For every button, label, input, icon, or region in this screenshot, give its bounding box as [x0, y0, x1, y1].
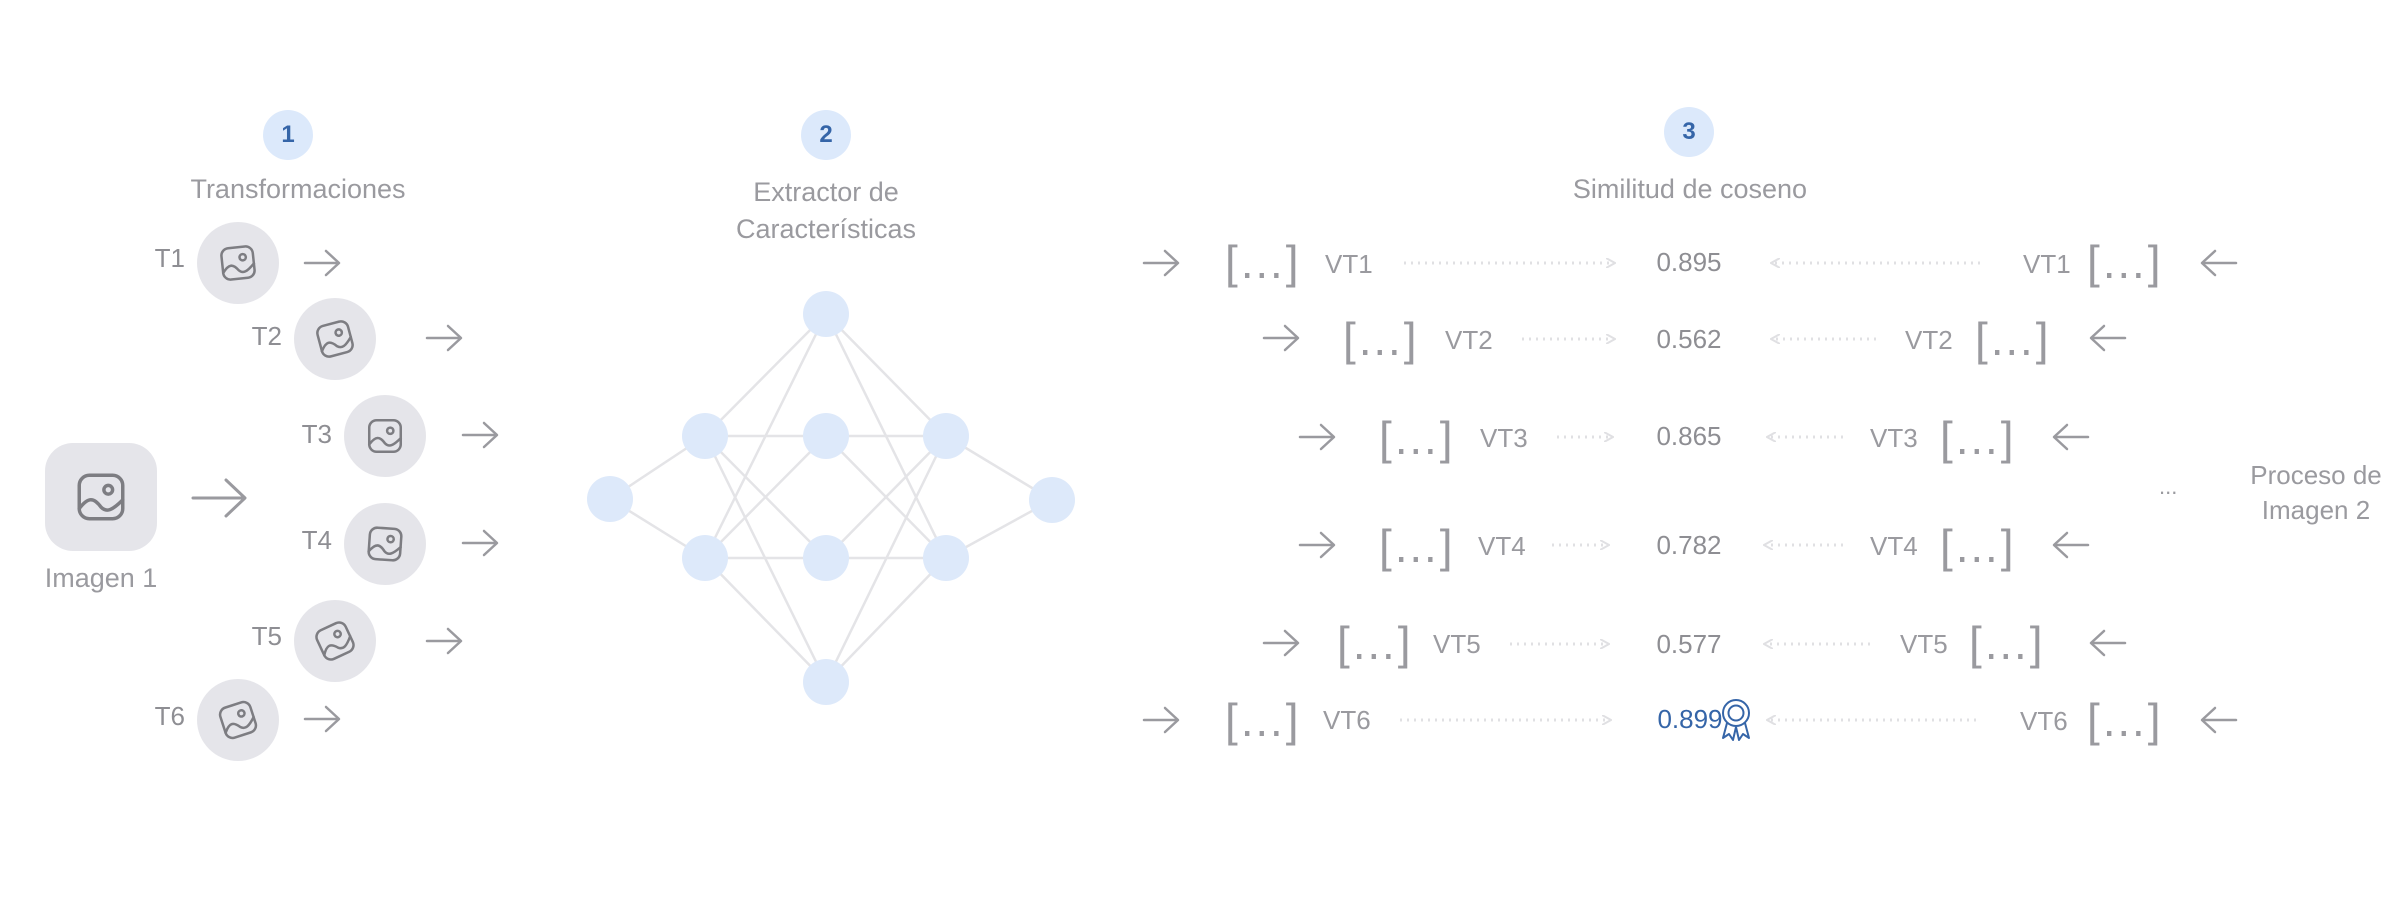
image-icon — [315, 621, 355, 661]
transform-label: T2 — [251, 321, 282, 351]
vector-label: VT4 — [1870, 531, 1918, 561]
arrow-right-icon — [461, 421, 499, 449]
step-2-number: 2 — [819, 121, 833, 148]
vector-label: VT2 — [1445, 325, 1493, 355]
vector-bracket: […] — [1225, 694, 1300, 746]
similarity-score: 0.895 — [1656, 247, 1722, 277]
vector-bracket: […] — [1975, 313, 2050, 365]
transform-image — [294, 600, 376, 682]
vector-label: VT5 — [1900, 629, 1948, 659]
vector-bracket: […] — [1343, 313, 1418, 365]
arrow-right-icon — [425, 324, 463, 352]
network-node — [587, 476, 633, 522]
network-node — [923, 413, 969, 459]
image-2-process-line-2: Imagen 2 — [2261, 495, 2371, 525]
transform-image — [294, 298, 376, 380]
vector-label: VT2 — [1905, 325, 1953, 355]
network-node — [923, 535, 969, 581]
network-node — [803, 535, 849, 581]
transform-label: T5 — [251, 621, 282, 651]
vector-label: VT6 — [2020, 706, 2068, 736]
input-image-label: Imagen 1 — [44, 563, 158, 593]
vector-bracket: […] — [1940, 412, 2015, 464]
transform-image — [197, 222, 279, 304]
vector-bracket: […] — [2087, 694, 2162, 746]
similarity-score-best: 0.899 — [1657, 704, 1723, 734]
step-3-number: 3 — [1682, 118, 1696, 145]
image-2-process-label: Proceso de Imagen 2 — [2236, 458, 2396, 528]
arrow-right-icon — [303, 249, 341, 277]
arrow-right-icon — [1298, 531, 1336, 559]
input-image-tile — [45, 443, 157, 551]
transform-image — [344, 503, 426, 585]
step-3-title: Similitud de coseno — [1572, 174, 1808, 204]
vector-label: VT3 — [1870, 423, 1918, 453]
arrow-right-icon — [303, 705, 341, 733]
vector-label: VT1 — [2023, 249, 2071, 279]
network-edges — [609, 313, 1053, 683]
image-icon — [316, 320, 354, 358]
step-3-badge: 3 — [1664, 107, 1714, 157]
transform-image — [344, 395, 426, 477]
arrow-left-icon — [2089, 324, 2127, 352]
arrow-right-icon — [1262, 629, 1300, 657]
transform-label: T3 — [301, 419, 332, 449]
network-node — [803, 413, 849, 459]
arrow-right-icon — [1298, 423, 1336, 451]
network-node — [682, 413, 728, 459]
transform-label: T6 — [154, 701, 185, 731]
vector-bracket: […] — [1940, 520, 2015, 572]
arrow-right-icon — [1262, 324, 1300, 352]
vector-label: VT5 — [1433, 629, 1481, 659]
arrow-left-icon — [2052, 531, 2090, 559]
step-2-badge: 2 — [801, 110, 851, 160]
similarity-score: 0.562 — [1656, 324, 1722, 354]
image-icon — [367, 418, 403, 454]
step-1-title: Transformaciones — [190, 174, 406, 204]
vector-label: VT3 — [1480, 423, 1528, 453]
step-1-badge: 1 — [263, 110, 313, 160]
vector-bracket: […] — [1337, 617, 1412, 669]
step-2-title-line-1: Extractor de — [753, 177, 899, 207]
arrow-left-icon — [2200, 706, 2238, 734]
arrow-left-icon — [2052, 423, 2090, 451]
image-icon — [77, 473, 125, 521]
arrow-right-icon — [461, 529, 499, 557]
step-2-title-line-2: Características — [735, 214, 917, 244]
award-icon — [1722, 699, 1750, 741]
vector-label: VT6 — [1323, 705, 1371, 735]
arrow-left-icon — [2200, 249, 2238, 277]
similarity-score: 0.782 — [1656, 530, 1722, 560]
vector-bracket: […] — [2087, 236, 2162, 288]
vector-bracket: […] — [1379, 520, 1454, 572]
vector-bracket: […] — [1379, 412, 1454, 464]
arrow-left-icon — [2089, 629, 2127, 657]
image-2-process-line-1: Proceso de — [2250, 460, 2382, 490]
similarity-score: 0.577 — [1656, 629, 1722, 659]
arrow-right-icon — [1142, 706, 1180, 734]
input-arrow-icon — [191, 478, 247, 518]
arrow-right-icon — [1142, 249, 1180, 277]
vector-bracket: […] — [1969, 617, 2044, 669]
network-node — [803, 291, 849, 337]
vector-label: VT4 — [1478, 531, 1526, 561]
vector-label: VT1 — [1325, 249, 1373, 279]
network-node — [682, 535, 728, 581]
network-node — [1029, 477, 1075, 523]
image-icon — [218, 700, 258, 740]
arrow-right-icon — [425, 627, 463, 655]
transform-label: T1 — [154, 243, 185, 273]
similarity-score: 0.865 — [1656, 421, 1722, 451]
vector-bracket: […] — [1225, 236, 1300, 288]
transform-label: T4 — [301, 525, 332, 555]
image-icon — [367, 526, 403, 562]
image-icon — [220, 245, 256, 281]
step-1-number: 1 — [281, 121, 295, 148]
ellipsis: ... — [2159, 474, 2178, 499]
network-node — [803, 659, 849, 705]
step-2-title: Extractor de Características — [676, 174, 976, 248]
transform-image — [197, 679, 279, 761]
